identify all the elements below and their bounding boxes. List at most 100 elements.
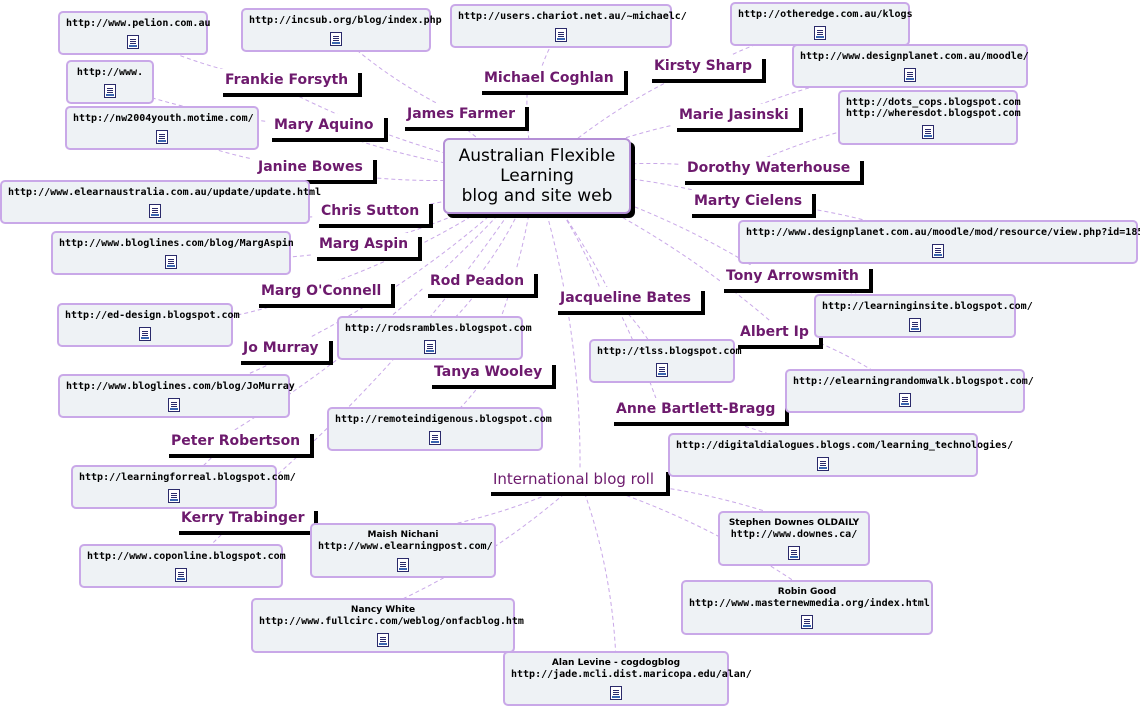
central-topic-label: Australian Flexible Learning blog and si… <box>458 146 616 206</box>
url-text: http://www.coponline.blogspot.com <box>87 551 286 562</box>
url-node[interactable]: http://users.chariot.net.au/~michaelc/ <box>450 4 687 48</box>
document-icon[interactable] <box>555 28 567 42</box>
person-node[interactable]: Marty Cielens <box>688 190 813 214</box>
document-icon[interactable] <box>139 327 151 341</box>
document-icon[interactable] <box>330 32 342 46</box>
document-icon[interactable] <box>610 686 622 700</box>
document-icon[interactable] <box>904 68 916 82</box>
document-icon[interactable] <box>397 558 409 572</box>
url-node[interactable]: http://nw2004youth.motime.com/ <box>65 106 259 150</box>
connector-line <box>382 479 581 609</box>
person-node[interactable]: James Farmer <box>401 103 526 127</box>
document-icon[interactable] <box>165 255 177 269</box>
blog-author: Robin Good <box>777 587 837 597</box>
document-icon[interactable] <box>175 568 187 582</box>
connector-line <box>534 173 581 471</box>
url-node[interactable]: http://www.designplanet.com.au/moodle/ <box>792 44 1029 88</box>
url-node[interactable]: http://digitaldialogues.blogs.com/learni… <box>668 433 1013 477</box>
person-node[interactable]: Tanya Wooley <box>428 361 553 385</box>
person-node[interactable]: Rod Peadon <box>424 270 535 294</box>
url-text: http://tlss.blogspot.com <box>597 346 742 357</box>
url-node[interactable]: http://www.bloglines.com/blog/JoMurray <box>58 374 295 418</box>
url-node[interactable]: http://www.bloglines.com/blog/MargAspin <box>51 231 294 275</box>
url-text: http://jade.mcli.dist.maricopa.edu/alan/ <box>511 669 752 680</box>
document-icon[interactable] <box>656 363 668 377</box>
international-blog-roll[interactable]: International blog roll <box>487 468 667 492</box>
url-node[interactable]: http://www. <box>66 60 154 104</box>
document-icon[interactable] <box>104 84 116 98</box>
url-node[interactable]: http://www.coponline.blogspot.com <box>79 544 286 588</box>
person-node[interactable]: Albert Ip <box>734 321 819 345</box>
document-icon[interactable] <box>377 633 389 647</box>
person-node[interactable]: Frankie Forsyth <box>219 69 359 93</box>
person-node[interactable]: Michael Coghlan <box>478 67 624 91</box>
url-text: http://www.bloglines.com/blog/MargAspin <box>59 238 294 249</box>
url-text: http://www. <box>76 67 144 78</box>
url-node[interactable]: http://rodsrambles.blogspot.com <box>337 316 532 360</box>
url-text: http://www.elearnaustralia.com.au/update… <box>8 187 322 198</box>
url-node[interactable]: http://incsub.org/blog/index.php <box>241 8 442 52</box>
url-text: http://www.designplanet.com.au/moodle/mo… <box>746 227 1140 238</box>
url-text: http://www.masternewmedia.org/index.html <box>689 598 930 609</box>
url-text: http://dots_cops.blogspot.com <box>846 97 1021 108</box>
document-icon[interactable] <box>922 125 934 139</box>
url-node[interactable]: http://otheredge.com.au/klogs <box>730 2 913 46</box>
url-text: http://otheredge.com.au/klogs <box>738 9 913 20</box>
document-icon[interactable] <box>429 431 441 445</box>
url-text: http://www.designplanet.com.au/moodle/ <box>800 51 1029 62</box>
document-icon[interactable] <box>814 26 826 40</box>
document-icon[interactable] <box>899 393 911 407</box>
url-node[interactable]: http://elearningrandomwalk.blogspot.com/ <box>785 369 1034 413</box>
url-node[interactable]: http://tlss.blogspot.com <box>589 339 742 383</box>
connector-line <box>579 479 620 662</box>
person-node[interactable]: Marie Jasinski <box>673 104 799 128</box>
person-node[interactable]: Mary Aquino <box>268 114 384 138</box>
blog-author: Alan Levine - cogdogblog <box>551 658 681 668</box>
url-text: http://elearningrandomwalk.blogspot.com/ <box>793 376 1034 387</box>
url-text: http://rodsrambles.blogspot.com <box>345 323 532 334</box>
document-icon[interactable] <box>168 398 180 412</box>
person-node[interactable]: Chris Sutton <box>315 200 430 224</box>
document-icon[interactable] <box>801 615 813 629</box>
document-icon[interactable] <box>127 35 139 49</box>
person-node[interactable]: Kirsty Sharp <box>648 55 762 79</box>
url-text: http://users.chariot.net.au/~michaelc/ <box>458 11 687 22</box>
person-node[interactable]: Peter Robertson <box>165 430 311 454</box>
person-node[interactable]: Kerry Trabinger <box>175 507 315 531</box>
url-node[interactable]: http://www.designplanet.com.au/moodle/mo… <box>738 220 1140 264</box>
url-node[interactable]: http://learninginsite.blogspot.com/ <box>814 294 1033 338</box>
person-node[interactable]: Tony Arrowsmith <box>720 265 869 289</box>
central-topic[interactable]: Australian Flexible Learning blog and si… <box>443 138 631 214</box>
connector-line <box>214 173 536 443</box>
document-icon[interactable] <box>788 546 800 560</box>
document-icon[interactable] <box>817 457 829 471</box>
url-node[interactable]: http://remoteindigenous.blogspot.com <box>327 407 552 451</box>
url-text: http://ed-design.blogspot.com <box>65 310 240 321</box>
url-text: http://www.elearningpost.com/ <box>318 541 493 552</box>
person-node[interactable]: Dorothy Waterhouse <box>681 157 861 181</box>
url-node[interactable]: http://learningforreal.blogspot.com/ <box>71 465 296 509</box>
document-icon[interactable] <box>168 489 180 503</box>
url-text: http://www.fullcirc.com/weblog/onfacblog… <box>259 616 524 627</box>
url-text: http://www.bloglines.com/blog/JoMurray <box>66 381 295 392</box>
url-node[interactable]: http://www.pelion.com.au <box>58 11 211 55</box>
person-node[interactable]: Jo Murray <box>237 337 329 361</box>
person-node[interactable]: Anne Bartlett-Bragg <box>610 398 786 422</box>
document-icon[interactable] <box>156 130 168 144</box>
document-icon[interactable] <box>149 204 161 218</box>
document-icon[interactable] <box>932 244 944 258</box>
person-node[interactable]: Marg O'Connell <box>255 280 392 304</box>
person-node[interactable]: Janine Bowes <box>252 156 373 180</box>
url-node[interactable]: http://ed-design.blogspot.com <box>57 303 240 347</box>
person-node[interactable]: Jacqueline Bates <box>554 287 702 311</box>
url-node[interactable]: http://www.elearnaustralia.com.au/update… <box>0 180 322 224</box>
document-icon[interactable] <box>424 340 436 354</box>
document-icon[interactable] <box>909 318 921 332</box>
person-node[interactable]: Marg Aspin <box>313 233 419 257</box>
